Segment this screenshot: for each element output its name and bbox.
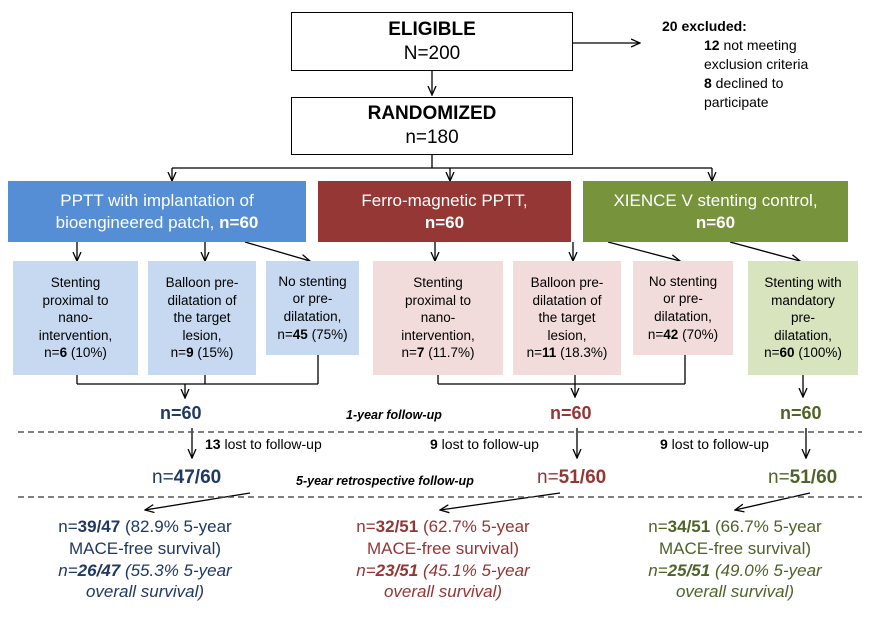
- followup5-label: 5-year retrospective follow-up: [296, 474, 474, 488]
- followup1-label: 1-year follow-up: [346, 408, 442, 422]
- lost-arm3: 9 lost to follow-up: [660, 436, 769, 452]
- outcome-arm2-overall: n=23/51 (45.1% 5-year: [356, 560, 530, 580]
- excluded-reason-1: 12 not meeting: [704, 36, 797, 53]
- arm-1-line1: PPTT with implantation of: [60, 191, 254, 211]
- excluded-reason-2-cont: participate: [704, 93, 769, 110]
- followup5-arm2: n=51/60: [537, 467, 607, 488]
- arm-3-count: n=60: [695, 212, 736, 232]
- arm-pptt-patch: PPTT with implantation of bioengineered …: [8, 181, 306, 242]
- outcome-arm1: n=39/47 (82.9% 5-year MACE-free survival…: [30, 516, 260, 603]
- eligible-box: ELIGIBLE N=200: [291, 12, 573, 71]
- outcome-arm3-mace: n=34/51 (66.7% 5-year: [648, 517, 822, 536]
- outcome-arm2-overall-cont: overall survival): [383, 582, 503, 602]
- excluded-reason-1-cont: exclusion criteria: [704, 55, 809, 72]
- excluded-note: 20 excluded: 12 not meeting exclusion cr…: [662, 17, 808, 111]
- excluded-title: 20 excluded:: [662, 18, 747, 34]
- outcome-arm2-mace-cont: MACE-free survival): [366, 538, 520, 558]
- lost-arm2: 9 lost to follow-up: [430, 436, 539, 452]
- outcome-arm1-mace: n=39/47 (82.9% 5-year: [58, 517, 232, 536]
- followup1-n-arm1: n=60: [160, 403, 202, 423]
- outcome-arm1-overall-cont: overall survival): [85, 582, 205, 602]
- arm-2-count: n=60: [424, 212, 465, 232]
- randomized-title: RANDOMIZED: [367, 103, 497, 125]
- outcome-arm3-overall-cont: overall survival): [675, 582, 795, 602]
- arm-2-line1: Ferro-magnetic PPTT,: [361, 191, 528, 211]
- followup1-n-arm3: n=60: [780, 403, 822, 423]
- outcome-arm1-mace-cont: MACE-free survival): [68, 538, 222, 558]
- followup5-arm3: n=51/60: [768, 467, 838, 488]
- randomized-count: n=180: [405, 127, 459, 148]
- arm-1-line2: bioengineered patch, n=60: [55, 212, 259, 232]
- arm-3-line1: XIENCE V stenting control,: [613, 191, 818, 211]
- followup1-n-arm2: n=60: [550, 403, 592, 423]
- outcome-arm3: n=34/51 (66.7% 5-year MACE-free survival…: [620, 516, 850, 603]
- outcome-arm2-mace: n=32/51 (62.7% 5-year: [356, 517, 530, 536]
- outcome-arm3-overall: n=25/51 (49.0% 5-year: [648, 560, 822, 580]
- arm-xience-control: XIENCE V stenting control, n=60: [583, 181, 848, 242]
- outcome-arm3-mace-cont: MACE-free survival): [658, 538, 812, 558]
- followup5-arm1: n=47/60: [152, 467, 222, 488]
- lost-arm1: 13 lost to follow-up: [205, 436, 322, 452]
- randomized-box: RANDOMIZED n=180: [291, 97, 573, 155]
- eligible-count: N=200: [403, 42, 461, 64]
- outcome-arm1-overall: n=26/47 (55.3% 5-year: [58, 560, 232, 580]
- outcome-arm2: n=32/51 (62.7% 5-year MACE-free survival…: [328, 516, 558, 603]
- eligible-title: ELIGIBLE: [388, 18, 476, 40]
- arm-ferro-magnetic: Ferro-magnetic PPTT, n=60: [318, 181, 571, 242]
- excluded-reason-2: 8 declined to: [704, 74, 784, 91]
